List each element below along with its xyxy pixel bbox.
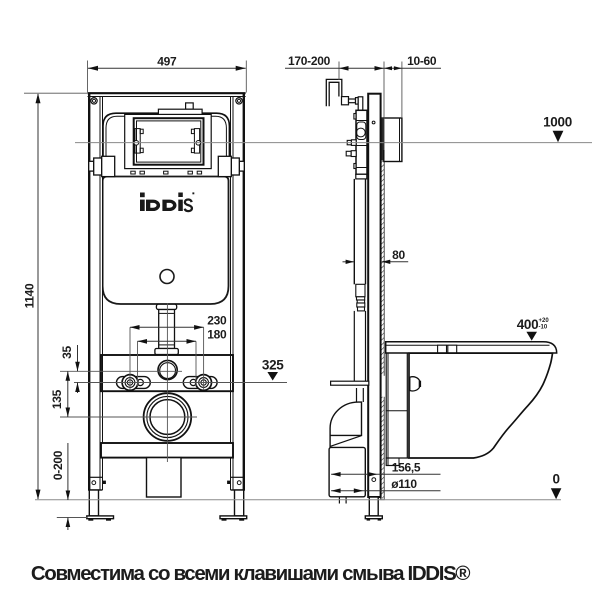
- svg-text:170-200: 170-200: [288, 54, 331, 68]
- svg-text:1000: 1000: [543, 115, 572, 130]
- svg-text:ø110: ø110: [391, 477, 417, 491]
- svg-text:35: 35: [60, 346, 74, 359]
- svg-text:Совместима со всеми клавишами: Совместима со всеми клавишами смыва IDDI…: [31, 562, 471, 585]
- svg-text:80: 80: [392, 248, 405, 262]
- svg-text:156,5: 156,5: [392, 461, 421, 475]
- svg-text:+20: +20: [539, 318, 550, 324]
- svg-text:325: 325: [262, 358, 284, 373]
- svg-text:497: 497: [157, 55, 177, 69]
- svg-text:0: 0: [553, 472, 561, 487]
- svg-text:0-200: 0-200: [51, 450, 65, 480]
- svg-text:1140: 1140: [23, 283, 37, 308]
- svg-text:230: 230: [207, 313, 227, 327]
- svg-text:400: 400: [517, 317, 539, 332]
- svg-text:10-60: 10-60: [407, 54, 437, 68]
- svg-text:180: 180: [207, 328, 227, 342]
- svg-text:-10: -10: [539, 324, 548, 330]
- svg-text:135: 135: [50, 389, 64, 409]
